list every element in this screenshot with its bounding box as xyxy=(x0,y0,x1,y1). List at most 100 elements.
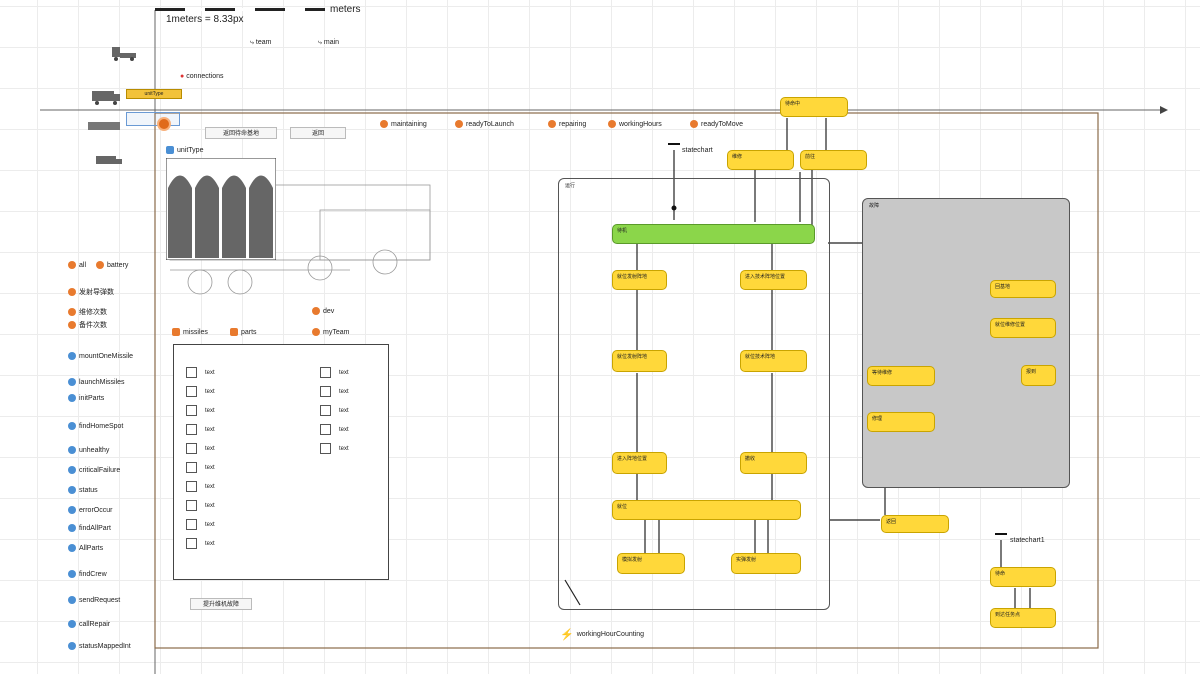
event-ready-to-launch[interactable]: readyToLaunch xyxy=(455,120,514,128)
checkbox-row[interactable]: text xyxy=(186,401,215,420)
checkbox-row[interactable]: text xyxy=(186,515,215,534)
state-sim-launch[interactable]: 模拟发射 xyxy=(617,553,685,574)
state-idle[interactable]: 待机 xyxy=(612,224,815,244)
event-working-hour-counting[interactable]: ⚡workingHourCounting xyxy=(560,629,645,641)
function-item[interactable]: callRepair xyxy=(68,620,110,628)
checkbox-row[interactable]: text xyxy=(186,363,215,382)
selected-tag[interactable]: unitType xyxy=(126,89,182,99)
var-all[interactable]: all xyxy=(68,261,86,269)
checkbox-row[interactable]: text xyxy=(186,382,215,401)
checkbox[interactable] xyxy=(186,424,197,435)
function-item[interactable]: statusMappedInt xyxy=(68,642,131,650)
checkbox-row[interactable]: text xyxy=(320,439,349,458)
checkbox-row[interactable]: text xyxy=(320,420,349,439)
variable-icon xyxy=(312,307,320,315)
composite-state-running[interactable]: 运行 xyxy=(558,178,830,610)
var-battery[interactable]: battery xyxy=(96,261,128,269)
checkbox[interactable] xyxy=(186,538,197,549)
checkbox-row[interactable]: text xyxy=(186,420,215,439)
state-wait-repair[interactable]: 等待维修 xyxy=(867,366,935,386)
main-item[interactable]: ⤷ main xyxy=(318,39,340,46)
unit-type-label[interactable]: unitType xyxy=(166,146,203,154)
state-r2[interactable]: 就位技术阵地 xyxy=(740,350,807,372)
team-item[interactable]: ⤷ team xyxy=(250,39,272,46)
checkbox[interactable] xyxy=(186,519,197,530)
vehicle-icon[interactable] xyxy=(110,45,140,63)
state-return[interactable]: 返回 xyxy=(881,515,949,533)
checkbox[interactable] xyxy=(186,443,197,454)
return-button[interactable]: 返回 xyxy=(290,127,346,139)
state-l2[interactable]: 就位发射阵地 xyxy=(612,350,667,372)
truck-icon[interactable] xyxy=(90,88,122,106)
state-back-base[interactable]: 回基地 xyxy=(990,280,1056,298)
state-r3[interactable]: 撤收 xyxy=(740,452,807,474)
function-item[interactable]: unhealthy xyxy=(68,446,109,454)
checkbox-row[interactable]: text xyxy=(320,401,349,420)
checkbox[interactable] xyxy=(320,367,331,378)
function-item[interactable]: launchMissiles xyxy=(68,378,125,386)
checkbox[interactable] xyxy=(320,443,331,454)
state-l3[interactable]: 进入阵地位置 xyxy=(612,452,667,474)
function-item[interactable]: criticalFailure xyxy=(68,466,120,474)
state-sc1-arrive[interactable]: 到达任务点 xyxy=(990,608,1056,628)
checkbox-row[interactable]: text xyxy=(186,496,215,515)
checkbox[interactable] xyxy=(186,500,197,511)
state-goto[interactable]: 前往 xyxy=(800,150,867,170)
function-item[interactable]: status xyxy=(68,486,98,494)
function-item[interactable]: findAllPart xyxy=(68,524,111,532)
checkbox[interactable] xyxy=(320,386,331,397)
event-ready-to-move[interactable]: readyToMove xyxy=(690,120,743,128)
transport-icon[interactable] xyxy=(94,153,124,169)
var-repair-count[interactable]: 维修次数 xyxy=(68,307,107,317)
checkbox[interactable] xyxy=(186,405,197,416)
var-part-count[interactable]: 备件次数 xyxy=(68,320,107,330)
selection-box[interactable] xyxy=(126,112,180,126)
state-report[interactable]: 报到 xyxy=(1021,365,1056,386)
list-parts[interactable]: parts xyxy=(230,328,257,336)
state-standby[interactable]: 待命中 xyxy=(780,97,848,117)
var-my-team[interactable]: myTeam xyxy=(312,328,349,336)
checkbox-row[interactable]: text xyxy=(320,363,349,382)
link-icon: ⤷ xyxy=(250,39,254,46)
event-working-hours[interactable]: workingHours xyxy=(608,120,662,128)
function-item[interactable]: findCrew xyxy=(68,570,107,578)
var-dev[interactable]: dev xyxy=(312,307,334,315)
state-fixing[interactable]: 修理 xyxy=(867,412,935,432)
function-item[interactable]: sendRequest xyxy=(68,596,120,604)
checkbox[interactable] xyxy=(186,367,197,378)
state-sc1-standby[interactable]: 待命 xyxy=(990,567,1056,587)
bottom-button[interactable]: 提升维机故障 xyxy=(190,598,252,610)
function-item[interactable]: initParts xyxy=(68,394,104,402)
checkbox[interactable] xyxy=(320,405,331,416)
state-in-place[interactable]: 就位 xyxy=(612,500,801,520)
checkbox-row[interactable]: text xyxy=(186,458,215,477)
function-item[interactable]: mountOneMissile xyxy=(68,352,133,360)
function-item[interactable]: findHomeSpot xyxy=(68,422,123,430)
checkbox[interactable] xyxy=(186,386,197,397)
checkbox[interactable] xyxy=(186,462,197,473)
state-live-launch[interactable]: 实弹发射 xyxy=(731,553,801,574)
composite-state-fault[interactable]: 故障 xyxy=(862,198,1070,488)
function-item[interactable]: AllParts xyxy=(68,544,103,552)
checkbox-row[interactable]: text xyxy=(186,477,215,496)
checkbox-row[interactable]: text xyxy=(186,439,215,458)
list-missiles[interactable]: missiles xyxy=(172,328,208,336)
event-maintaining[interactable]: maintaining xyxy=(380,120,427,128)
state-l1[interactable]: 就位发射阵地 xyxy=(612,270,667,290)
return-home-button[interactable]: 返回待命基地 xyxy=(205,127,277,139)
checkbox[interactable] xyxy=(320,424,331,435)
function-item[interactable]: errorOccur xyxy=(68,506,112,514)
checkbox-row[interactable]: text xyxy=(186,534,215,553)
checkbox-row[interactable]: text xyxy=(320,382,349,401)
collection-icon xyxy=(172,328,180,336)
connections-item[interactable]: ● connections xyxy=(180,73,224,80)
state-repair-position[interactable]: 就位维修位置 xyxy=(990,318,1056,338)
state-repair[interactable]: 维修 xyxy=(727,150,794,170)
event-repairing[interactable]: repairing xyxy=(548,120,586,128)
launcher-icon[interactable] xyxy=(86,119,122,133)
state-r1[interactable]: 进入技术阵地位置 xyxy=(740,270,807,290)
origin-handle[interactable] xyxy=(157,117,171,131)
checkbox[interactable] xyxy=(186,481,197,492)
var-launch-count[interactable]: 发射导弹数 xyxy=(68,287,114,297)
